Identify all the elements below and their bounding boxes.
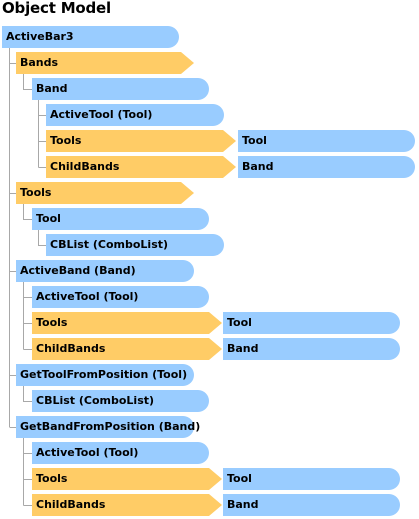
node-tool: Tool — [32, 208, 209, 230]
node-gettoolfromposition: GetToolFromPosition (Tool) — [16, 364, 194, 386]
node-gettool-cblist: CBList (ComboList) — [32, 390, 209, 412]
node-getband-childbands-band: Band — [223, 494, 400, 516]
node-band-childbands-band: Band — [238, 156, 415, 178]
node-activeband-childbands-band: Band — [223, 338, 400, 360]
node-activeband: ActiveBand (Band) — [16, 260, 194, 282]
node-getband-activetool: ActiveTool (Tool) — [32, 442, 209, 464]
node-band: Band — [32, 78, 209, 100]
node-getbandfromposition: GetBandFromPosition (Band) — [16, 416, 200, 438]
node-getband-tools-tool: Tool — [223, 468, 400, 490]
node-activeband-tools: Tools — [32, 312, 222, 334]
node-getband-tools: Tools — [32, 468, 222, 490]
node-activeband-childbands: ChildBands — [32, 338, 222, 360]
node-band-tools-tool: Tool — [238, 130, 415, 152]
node-band-activetool: ActiveTool (Tool) — [46, 104, 224, 126]
page-title: Object Model — [2, 0, 111, 17]
node-band-childbands: ChildBands — [46, 156, 236, 178]
node-bands: Bands — [16, 52, 194, 74]
node-tool-cblist: CBList (ComboList) — [46, 234, 224, 256]
node-getband-childbands: ChildBands — [32, 494, 222, 516]
node-band-tools: Tools — [46, 130, 236, 152]
node-activebar3: ActiveBar3 — [2, 26, 179, 48]
node-activeband-tools-tool: Tool — [223, 312, 400, 334]
node-activeband-activetool: ActiveTool (Tool) — [32, 286, 209, 308]
node-tools: Tools — [16, 182, 194, 204]
